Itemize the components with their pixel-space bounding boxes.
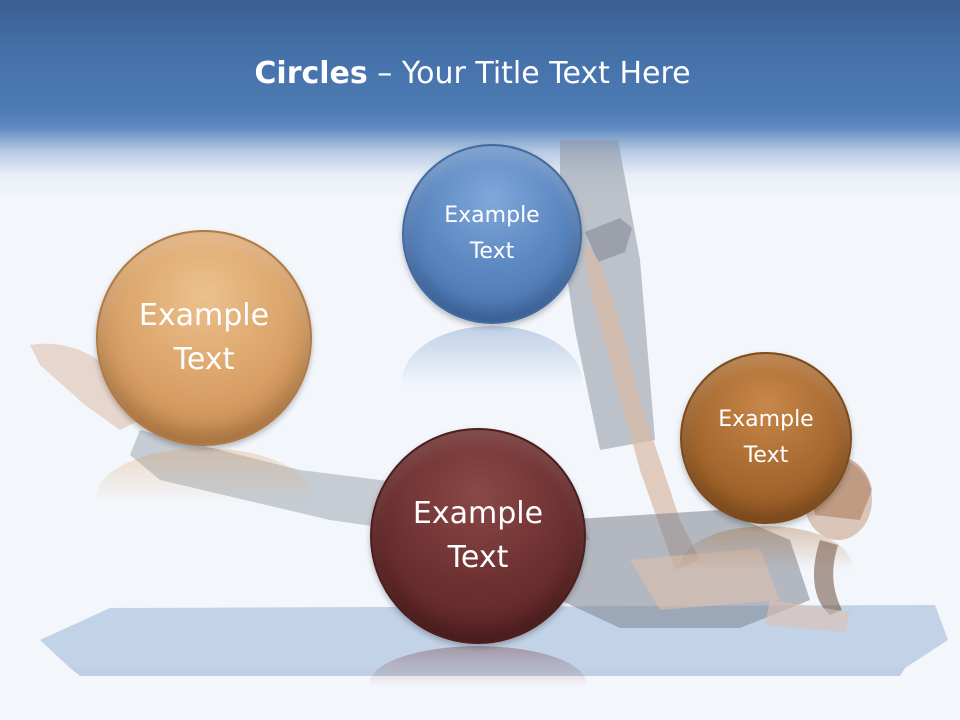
circle-label-line1: Example xyxy=(718,407,814,432)
title-bold-text: Circles xyxy=(254,56,368,91)
circle-label: Example Text xyxy=(444,198,539,270)
circle-label: Example Text xyxy=(413,492,543,580)
circle-brown[interactable]: Example Text xyxy=(680,352,852,524)
slide-title: Circles – Your Title Text Here xyxy=(0,52,945,96)
circle-label-line1: Example xyxy=(138,298,270,333)
title-rest-text: – Your Title Text Here xyxy=(367,56,691,91)
circle-label-line1: Example xyxy=(412,496,544,531)
circle-orange[interactable]: Example Text xyxy=(96,230,312,446)
circle-label-line2: Text xyxy=(469,239,515,264)
circle-blue[interactable]: Example Text xyxy=(402,144,582,324)
circle-label-line2: Text xyxy=(447,540,509,575)
circle-label-line2: Text xyxy=(173,342,235,377)
circle-maroon[interactable]: Example Text xyxy=(370,428,586,644)
arm xyxy=(585,245,700,570)
circle-brown-reflection xyxy=(680,526,852,606)
circle-maroon-reflection xyxy=(370,646,586,720)
circle-blue-reflection xyxy=(402,326,582,436)
circle-label: Example Text xyxy=(139,294,269,382)
circle-orange-reflection xyxy=(96,448,312,548)
circle-label-line1: Example xyxy=(444,203,540,228)
circle-label: Example Text xyxy=(718,402,813,474)
circle-label-line2: Text xyxy=(743,443,789,468)
